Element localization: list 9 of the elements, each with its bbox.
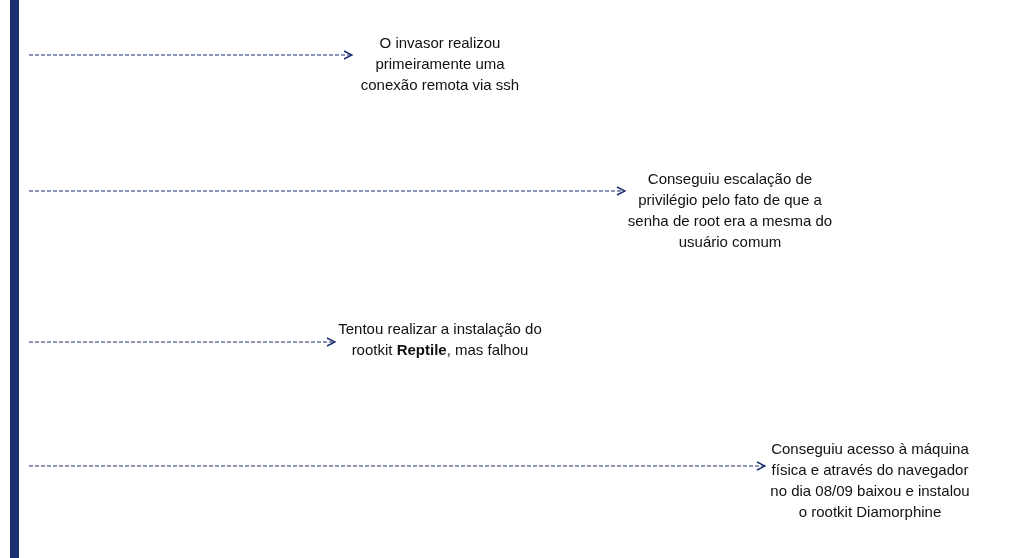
step-text: O invasor realizou primeiramente uma conexão remota via ssh xyxy=(352,32,528,95)
step-text: Tentou realizar a instalação do rootkit Reptile, mas falhou xyxy=(335,318,545,360)
step-text: Conseguiu acesso à máquina física e através do navegador no dia 08/09 baixou e instalou o rootkit Diamorphine xyxy=(765,438,975,522)
dashed-arrow xyxy=(28,337,336,347)
dashed-arrow xyxy=(28,461,766,471)
dashed-arrow xyxy=(28,186,626,196)
step-text: Conseguiu escalação de privilégio pelo fato de que a senha de root era a mesma do usuário comum xyxy=(625,168,835,252)
dashed-arrow xyxy=(28,50,353,60)
timeline-bar xyxy=(10,0,19,558)
